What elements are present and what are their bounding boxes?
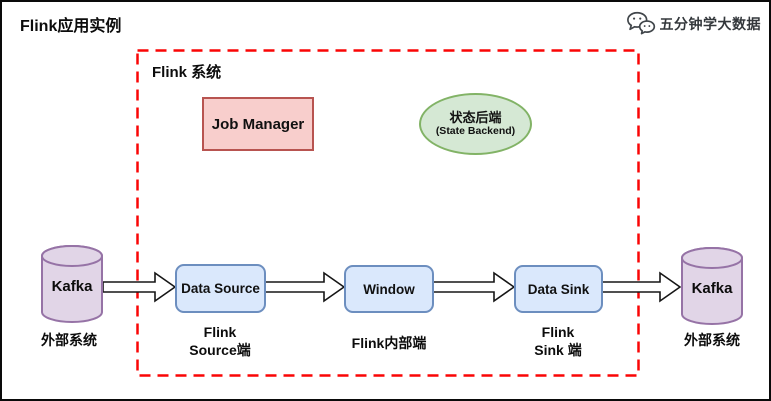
flink-system-label: Flink 系统 [152, 64, 222, 81]
caption-flink-source-line2: Source端 [189, 342, 251, 358]
caption-external-system-left: 外部系统 [41, 332, 97, 348]
page-title: Flink应用实例 [20, 18, 122, 35]
arrow-kafka-to-source [103, 271, 176, 303]
caption-flink-sink: Flink Sink 端 [503, 323, 613, 359]
brand: 五分钟学大数据 [626, 10, 762, 37]
kafka-right-node: Kafka [680, 246, 744, 326]
state-backend-subtitle: (State Backend) [435, 125, 516, 138]
job-manager-label: Job Manager [211, 115, 305, 133]
database-cylinder-icon [41, 245, 103, 323]
state-backend-node: 状态后端 (State Backend) [419, 93, 532, 155]
kafka-right-label: Kafka [691, 280, 733, 297]
window-node: Window [344, 265, 434, 313]
wechat-icon [626, 11, 655, 35]
data-sink-node: Data Sink [514, 265, 603, 313]
caption-flink-source-line1: Flink [203, 324, 237, 340]
data-source-node: Data Source [175, 264, 266, 313]
caption-flink-internal: Flink内部端 [351, 335, 427, 351]
data-sink-label: Data Sink [527, 281, 590, 297]
state-backend-title: 状态后端 [449, 109, 502, 125]
arrow-source-to-window [265, 271, 345, 303]
arrow-sink-to-kafka [602, 271, 681, 303]
caption-external-system-right: 外部系统 [684, 332, 740, 348]
kafka-left-node: Kafka [40, 244, 104, 324]
caption-flink-sink-line2: Sink 端 [534, 342, 582, 358]
kafka-left-label: Kafka [51, 278, 93, 295]
brand-name: 五分钟学大数据 [659, 15, 761, 32]
database-cylinder-icon [681, 247, 743, 325]
data-source-label: Data Source [181, 281, 260, 296]
arrow-window-to-sink [433, 271, 515, 303]
job-manager-node: Job Manager [202, 97, 314, 151]
caption-flink-sink-line1: Flink [541, 324, 575, 340]
window-label: Window [363, 281, 415, 297]
caption-flink-source: Flink Source端 [165, 323, 275, 359]
